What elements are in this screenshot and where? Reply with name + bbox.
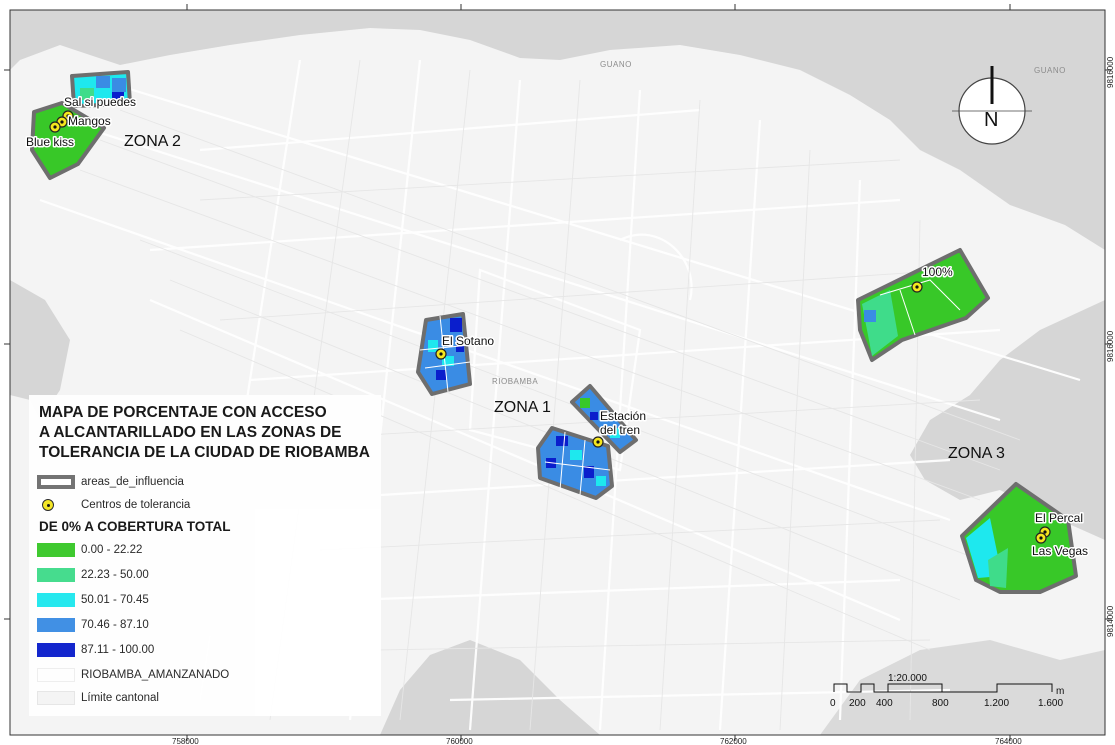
- zone2-top-block: [70, 70, 132, 108]
- legend-class-2: 50.01 - 70.45: [37, 591, 149, 609]
- center-marker-100[interactable]: [911, 281, 923, 293]
- zone-1-label: ZONA 1: [494, 399, 551, 416]
- amanzanado-swatch: [37, 668, 75, 682]
- label-sal-si-puedes: Sal si puedes: [64, 95, 136, 109]
- legend-areas-label: areas_de_influencia: [81, 476, 184, 488]
- legend-row-amanzanado: RIOBAMBA_AMANZANADO: [37, 666, 229, 684]
- legend-class-label-0: 0.00 - 22.22: [81, 544, 143, 556]
- legend-class-label-2: 50.01 - 70.45: [81, 594, 149, 606]
- legend-class-label-4: 87.11 - 100.00: [81, 644, 155, 656]
- legend-classes-title: DE 0% A COBERTURA TOTAL: [39, 519, 231, 534]
- zone1-estacion-block-upper: [570, 384, 638, 454]
- zone3-block: [960, 482, 1078, 594]
- legend-amanzanado-label: RIOBAMBA_AMANZANADO: [81, 669, 230, 681]
- label-mangos: Mangos: [68, 114, 111, 128]
- place-riobamba: RIOBAMBA: [492, 377, 538, 386]
- label-estacion-line2: del tren: [600, 423, 640, 437]
- north-label: N: [984, 109, 998, 131]
- grey-terrain-right: [910, 300, 1105, 540]
- grey-terrain-left: [10, 280, 70, 420]
- legend-centros-label: Centros de tolerancia: [81, 499, 191, 511]
- zone-100-block: [856, 248, 990, 362]
- place-guano-2: GUANO: [1034, 66, 1066, 75]
- scale-tick-0: 0: [830, 698, 836, 709]
- class-swatch-3: [37, 618, 75, 632]
- legend-title-line-3: TOLERANCIA DE LA CIUDAD DE RIOBAMBA: [39, 444, 370, 461]
- legend-row-areas: areas_de_influencia: [37, 473, 184, 491]
- label-blue-kiss: Blue kiss: [26, 135, 74, 149]
- scale-unit: m: [1056, 686, 1064, 697]
- zone1-estacion-block-lower: [536, 426, 614, 500]
- coord-y-right-top: 9816000: [1106, 56, 1115, 88]
- scale-tick-1600: 1.600: [1038, 698, 1063, 709]
- legend-title-line-1: MAPA DE PORCENTAJE CON ACCESO: [39, 404, 327, 421]
- legend-class-label-1: 22.23 - 50.00: [81, 569, 149, 581]
- legend-class-4: 87.11 - 100.00: [37, 641, 154, 659]
- areas-swatch: [37, 475, 75, 489]
- legend-panel: MAPA DE PORCENTAJE CON ACCESO A ALCANTAR…: [29, 395, 381, 716]
- class-swatch-4: [37, 643, 75, 657]
- label-el-sotano: El Sotano: [442, 334, 494, 348]
- grey-terrain-bottom: [380, 640, 600, 735]
- coord-y-right-bottom: 9814000: [1106, 605, 1115, 637]
- legend-class-label-3: 70.46 - 87.10: [81, 619, 149, 631]
- label-las-vegas: Las Vegas: [1032, 544, 1088, 558]
- grey-terrain-top: [10, 10, 1105, 250]
- scale-ratio: 1:20.000: [888, 673, 927, 684]
- class-swatch-1: [37, 568, 75, 582]
- legend-title: MAPA DE PORCENTAJE CON ACCESO A ALCANTAR…: [39, 403, 379, 463]
- legend-row-limite: Límite cantonal: [37, 689, 159, 707]
- scale-bar: 1:20.000 0 200 400 800 1.200 1.600 m: [830, 673, 1064, 709]
- coord-x-758000: 758000: [172, 737, 199, 745]
- legend-class-3: 70.46 - 87.10: [37, 616, 149, 634]
- scale-tick-1200: 1.200: [984, 698, 1009, 709]
- legend-row-centros: Centros de tolerancia: [37, 496, 190, 514]
- scale-tick-200: 200: [849, 698, 866, 709]
- north-arrow: N: [952, 66, 1032, 145]
- coord-x-762000: 762000: [720, 737, 747, 745]
- zone-3-label: ZONA 3: [948, 445, 1005, 462]
- legend-class-0: 0.00 - 22.22: [37, 541, 142, 559]
- coord-x-764000: 764000: [995, 737, 1022, 745]
- scale-tick-400: 400: [876, 698, 893, 709]
- legend-limite-label: Límite cantonal: [81, 692, 159, 704]
- center-marker-sotano[interactable]: [435, 348, 447, 360]
- place-guano-1: GUANO: [600, 60, 632, 69]
- coord-y-right-mid: 9816000: [1106, 330, 1115, 362]
- center-marker-estacion[interactable]: [592, 436, 604, 448]
- center-marker-vegas[interactable]: [1035, 532, 1047, 544]
- label-100: 100%: [922, 265, 953, 279]
- label-el-percal: El Percal: [1035, 511, 1083, 525]
- tolerance-center-icon: [37, 498, 75, 512]
- tolerance-centers: [49, 110, 1051, 544]
- label-estacion-line1: Estación: [600, 409, 646, 423]
- limite-swatch: [37, 691, 75, 705]
- legend-title-line-2: A ALCANTARILLADO EN LAS ZONAS DE: [39, 424, 342, 441]
- grey-terrain-bottom-right: [820, 640, 1105, 735]
- center-marker-blue-kiss[interactable]: [49, 121, 61, 133]
- legend-class-1: 22.23 - 50.00: [37, 566, 149, 584]
- coord-x-760000: 760000: [446, 737, 473, 745]
- zone-2-label: ZONA 2: [124, 133, 181, 150]
- class-swatch-2: [37, 593, 75, 607]
- grid-ticks: [4, 4, 1111, 741]
- zone2-bottom-block: [30, 101, 106, 180]
- class-swatch-0: [37, 543, 75, 557]
- map-border: [9, 9, 1106, 736]
- scale-tick-800: 800: [932, 698, 949, 709]
